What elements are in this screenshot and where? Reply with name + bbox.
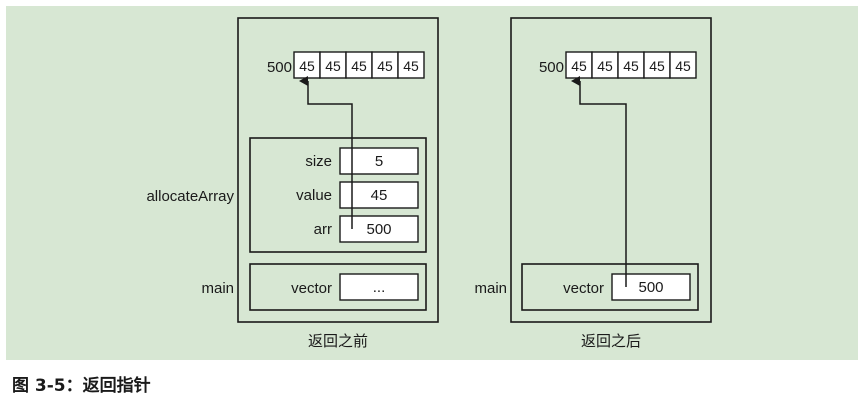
after-array-cell-3 (643, 51, 671, 79)
after-array-cell-1 (591, 51, 619, 79)
before-array-value-3: 45 (377, 58, 393, 74)
before-array-cell-3 (371, 51, 399, 79)
var-size-label: size (305, 153, 332, 170)
allocate-array-frame-label: allocateArray (146, 188, 234, 205)
before-array-value-2: 45 (351, 58, 367, 74)
after-var-vector-label: vector (563, 280, 604, 297)
before-array-cell-1 (319, 51, 347, 79)
var-arr-value: 500 (366, 221, 391, 238)
var-value-label: value (296, 187, 332, 204)
after-main-frame-label: main (474, 280, 507, 297)
before-array-address: 500 (267, 59, 292, 76)
after-array: 45 45 45 45 45 (565, 51, 697, 79)
var-size-value: 5 (375, 153, 383, 170)
before-array-value-1: 45 (325, 58, 341, 74)
before-var-vector-box (339, 273, 419, 301)
var-value-box (339, 181, 419, 209)
after-outer-box (510, 17, 712, 323)
allocate-array-frame (249, 137, 427, 253)
before-array: 45 45 45 45 45 (293, 51, 425, 79)
after-array-cell-4 (669, 51, 697, 79)
after-pointer-arrow (571, 76, 627, 287)
before-var-vector-label: vector (291, 280, 332, 297)
var-size-box (339, 147, 419, 175)
before-outer-box (237, 17, 439, 323)
after-var-vector-box (611, 273, 691, 301)
before-var-vector-value: ... (373, 279, 386, 296)
before-diagram: 500 45 45 45 45 45 allocateArray size (146, 17, 439, 350)
before-title: 返回之前 (308, 333, 368, 350)
diagram-panel: 500 45 45 45 45 45 allocateArray size (6, 6, 858, 360)
memory-diagram: 500 45 45 45 45 45 allocateArray size (146, 17, 712, 350)
after-array-value-2: 45 (623, 58, 639, 74)
after-array-value-1: 45 (597, 58, 613, 74)
before-array-value-0: 45 (299, 58, 315, 74)
after-title: 返回之后 (581, 333, 641, 350)
before-pointer-arrow (299, 76, 353, 229)
before-array-cell-4 (397, 51, 425, 79)
var-arr-label: arr (314, 221, 332, 238)
after-main-frame (521, 263, 699, 311)
var-value-value: 45 (371, 187, 388, 204)
before-array-value-4: 45 (403, 58, 419, 74)
after-array-value-0: 45 (571, 58, 587, 74)
figure-caption: 图 3-5：返回指针 (12, 376, 151, 396)
after-array-value-4: 45 (675, 58, 691, 74)
after-array-address: 500 (539, 59, 564, 76)
after-diagram: 500 45 45 45 45 45 main vector (474, 17, 712, 350)
before-main-frame (249, 263, 427, 311)
after-array-value-3: 45 (649, 58, 665, 74)
before-main-frame-label: main (201, 280, 234, 297)
var-arr-box (339, 215, 419, 243)
after-var-vector-value: 500 (638, 279, 663, 296)
